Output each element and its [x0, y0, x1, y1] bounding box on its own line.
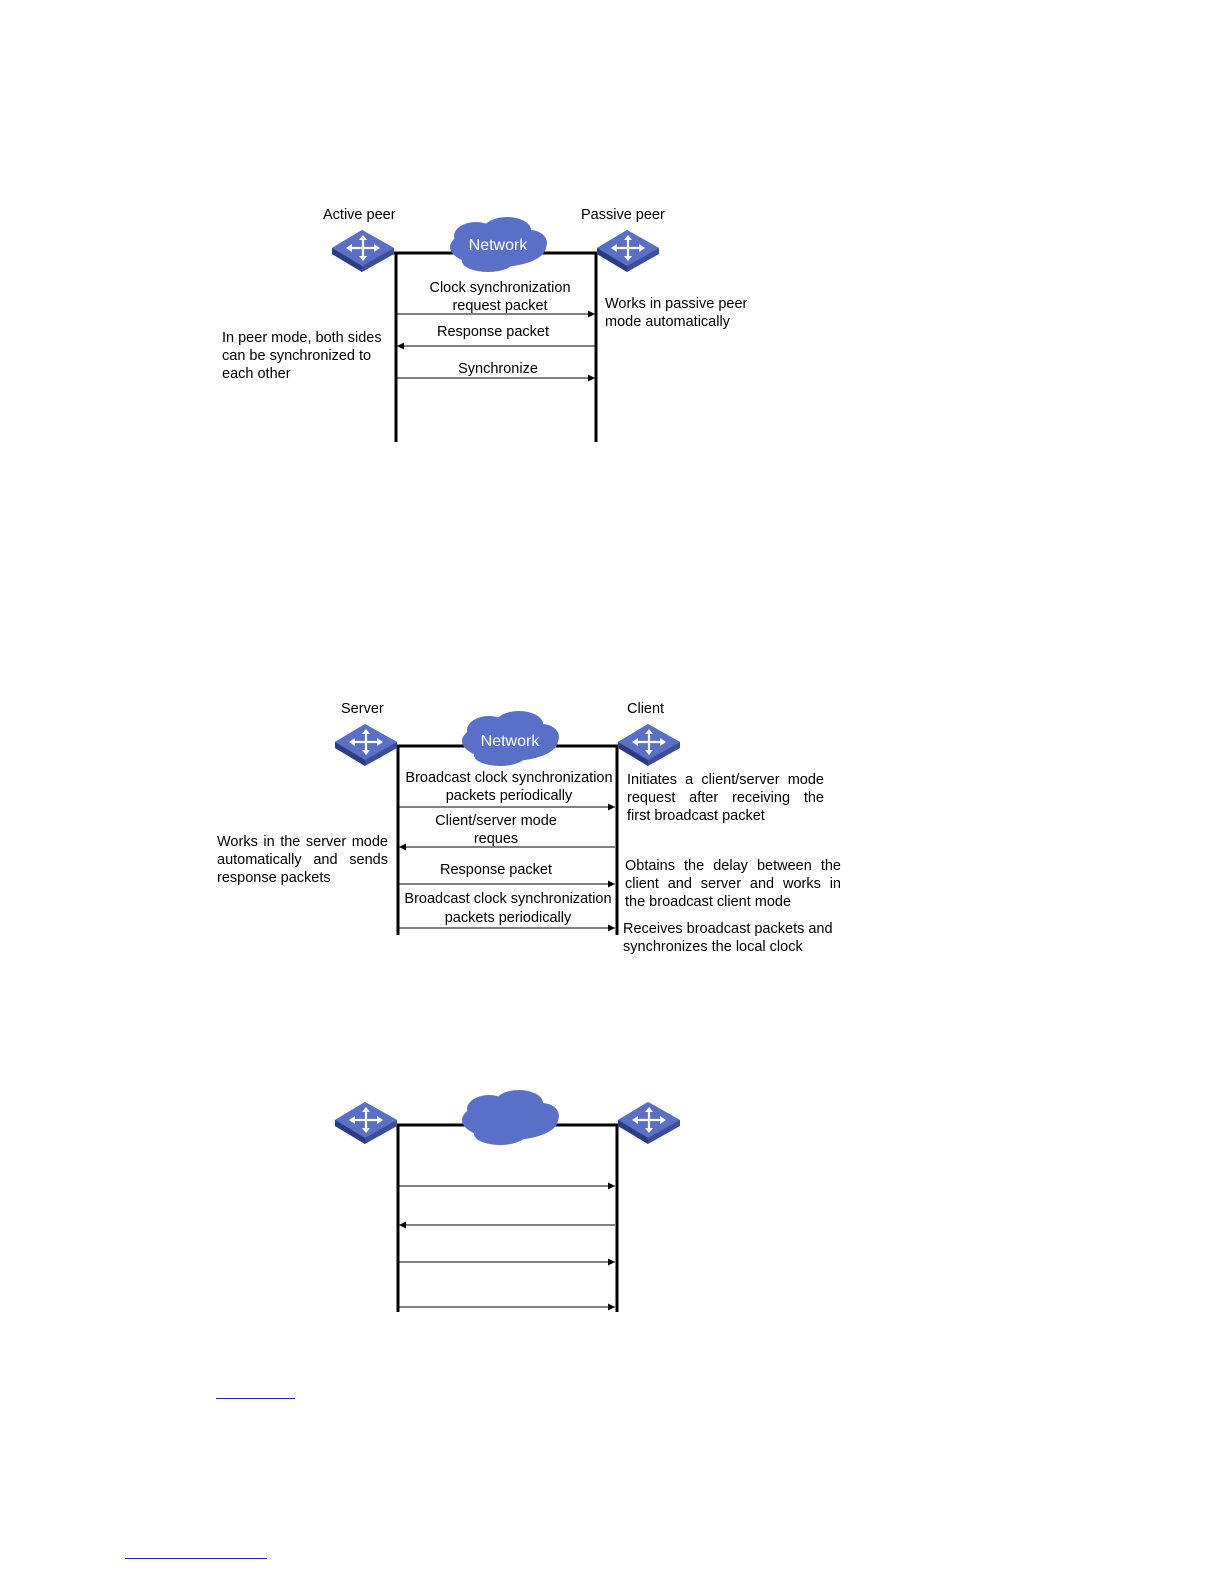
broadcast-label-1-line1: Broadcast clock synchronization [405, 770, 613, 786]
peer-note-line1: In peer mode, both sides [222, 330, 382, 346]
request-label-line1: Clock synchronization [429, 280, 571, 296]
peer-mode-graphic [330, 217, 661, 442]
client-label: Client [627, 701, 665, 717]
client-note1-line2: request after receiving the [627, 790, 824, 806]
server-label: Server [341, 701, 384, 717]
passive-note-line2: mode automatically [605, 314, 730, 330]
client-note1-line1: Initiates a client/server mode [627, 772, 824, 788]
response-label: Response packet [439, 862, 553, 878]
server-note-line3: response packets [217, 870, 331, 886]
client-note2-line1: Obtains the delay between the [625, 858, 841, 874]
broadcast-label-2-line1: Broadcast clock synchronization [404, 891, 612, 907]
left-switch-icon [333, 1100, 399, 1146]
passive-note-line1: Works in passive peer [605, 296, 748, 312]
response-label: Response packet [436, 324, 550, 340]
client-note1-line3: first broadcast packet [627, 808, 765, 824]
client-request-label-line1: Client/server mode [435, 813, 557, 829]
network-cloud-label: Network [480, 733, 540, 750]
right-switch-icon [616, 1100, 682, 1146]
broadcast-label-2-line2: packets periodically [444, 910, 572, 926]
client-note2-line3: the broadcast client mode [625, 894, 792, 910]
active-peer-label: Active peer [323, 207, 396, 223]
server-note-line2: automatically and sends [217, 852, 388, 868]
broadcast-mode-graphic [333, 711, 682, 935]
network-cloud-icon [450, 217, 547, 272]
network-cloud-icon [462, 1090, 559, 1145]
client-note3-line2: synchronizes the local clock [623, 939, 803, 955]
client-note2-line2: client and server and works in [625, 876, 841, 892]
broadcast-label-1-line2: packets periodically [445, 788, 573, 804]
passive-peer-label: Passive peer [581, 207, 665, 223]
peer-note-line2: can be synchronized to [222, 348, 372, 364]
request-label-line2: request packet [452, 298, 548, 314]
server-note-line1: Works in the server mode [217, 834, 388, 850]
network-cloud-label: Network [468, 237, 528, 254]
peer-note-line3: each other [222, 366, 291, 382]
client-request-label-line2: reques [473, 831, 519, 847]
network-cloud-icon [462, 711, 559, 766]
unlabeled-exchange-graphic [333, 1090, 682, 1312]
link-underline[interactable] [125, 1558, 267, 1559]
link-underline[interactable] [216, 1398, 295, 1399]
synchronize-label: Synchronize [458, 361, 538, 377]
client-note3-line1: Receives broadcast packets and [623, 921, 833, 937]
